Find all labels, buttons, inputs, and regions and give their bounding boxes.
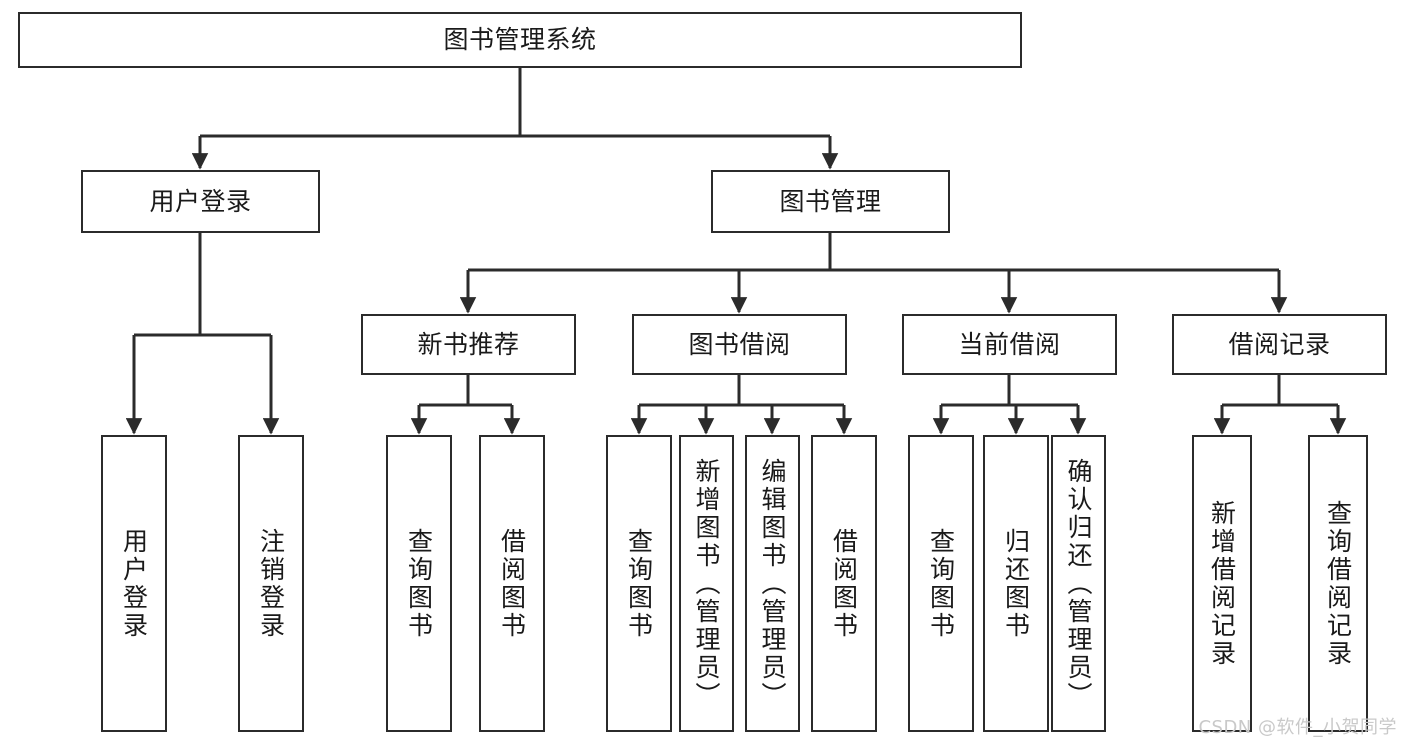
leaf-confirm-return-admin[interactable]: 确认归还（管理员） [1051,435,1106,732]
leaf-add-borrow-record-label: 新增借阅记录 [1207,499,1237,668]
leaf-user-login[interactable]: 用户登录 [101,435,167,732]
leaf-confirm-return-admin-label: 确认归还（管理员） [1064,457,1093,710]
node-current-borrow-label: 当前借阅 [958,329,1061,359]
node-book-management[interactable]: 图书管理 [711,170,950,233]
leaf-edit-book-admin[interactable]: 编辑图书（管理员） [745,435,800,732]
leaf-logout[interactable]: 注销登录 [238,435,304,732]
leaf-return-books[interactable]: 归还图书 [983,435,1049,732]
leaf-logout-label: 注销登录 [256,527,286,640]
node-borrow-records-label: 借阅记录 [1228,329,1331,359]
leaf-query-books-recommend[interactable]: 查询图书 [386,435,452,732]
leaf-borrow-books-recommend[interactable]: 借阅图书 [479,435,545,732]
node-user-login[interactable]: 用户登录 [81,170,320,233]
node-book-borrow-label: 图书借阅 [688,329,791,359]
node-book-borrow[interactable]: 图书借阅 [632,314,847,375]
node-current-borrow[interactable]: 当前借阅 [902,314,1117,375]
leaf-query-books-recommend-label: 查询图书 [404,527,434,640]
node-book-management-label: 图书管理 [779,186,882,216]
leaf-query-books-current-label: 查询图书 [926,527,956,640]
leaf-query-books-current[interactable]: 查询图书 [908,435,974,732]
leaf-add-book-admin-label: 新增图书（管理员） [692,457,721,710]
leaf-borrow-books-label: 借阅图书 [829,527,859,640]
node-root[interactable]: 图书管理系统 [18,12,1022,68]
leaf-return-books-label: 归还图书 [1001,527,1031,640]
leaf-query-borrow-record-label: 查询借阅记录 [1323,499,1353,668]
csdn-watermark: CSDN @软件_小贺同学 [1198,717,1397,738]
leaf-add-book-admin[interactable]: 新增图书（管理员） [679,435,734,732]
leaf-borrow-books[interactable]: 借阅图书 [811,435,877,732]
leaf-query-books-borrow-label: 查询图书 [624,527,654,640]
leaf-add-borrow-record[interactable]: 新增借阅记录 [1192,435,1252,732]
node-new-book-recommend[interactable]: 新书推荐 [361,314,576,375]
leaf-query-books-borrow[interactable]: 查询图书 [606,435,672,732]
leaf-query-borrow-record[interactable]: 查询借阅记录 [1308,435,1368,732]
node-new-book-recommend-label: 新书推荐 [417,329,520,359]
node-root-label: 图书管理系统 [443,25,597,55]
leaf-user-login-label: 用户登录 [119,527,149,640]
leaf-borrow-books-recommend-label: 借阅图书 [497,527,527,640]
leaf-edit-book-admin-label: 编辑图书（管理员） [758,457,787,710]
node-user-login-label: 用户登录 [149,186,252,216]
node-borrow-records[interactable]: 借阅记录 [1172,314,1387,375]
